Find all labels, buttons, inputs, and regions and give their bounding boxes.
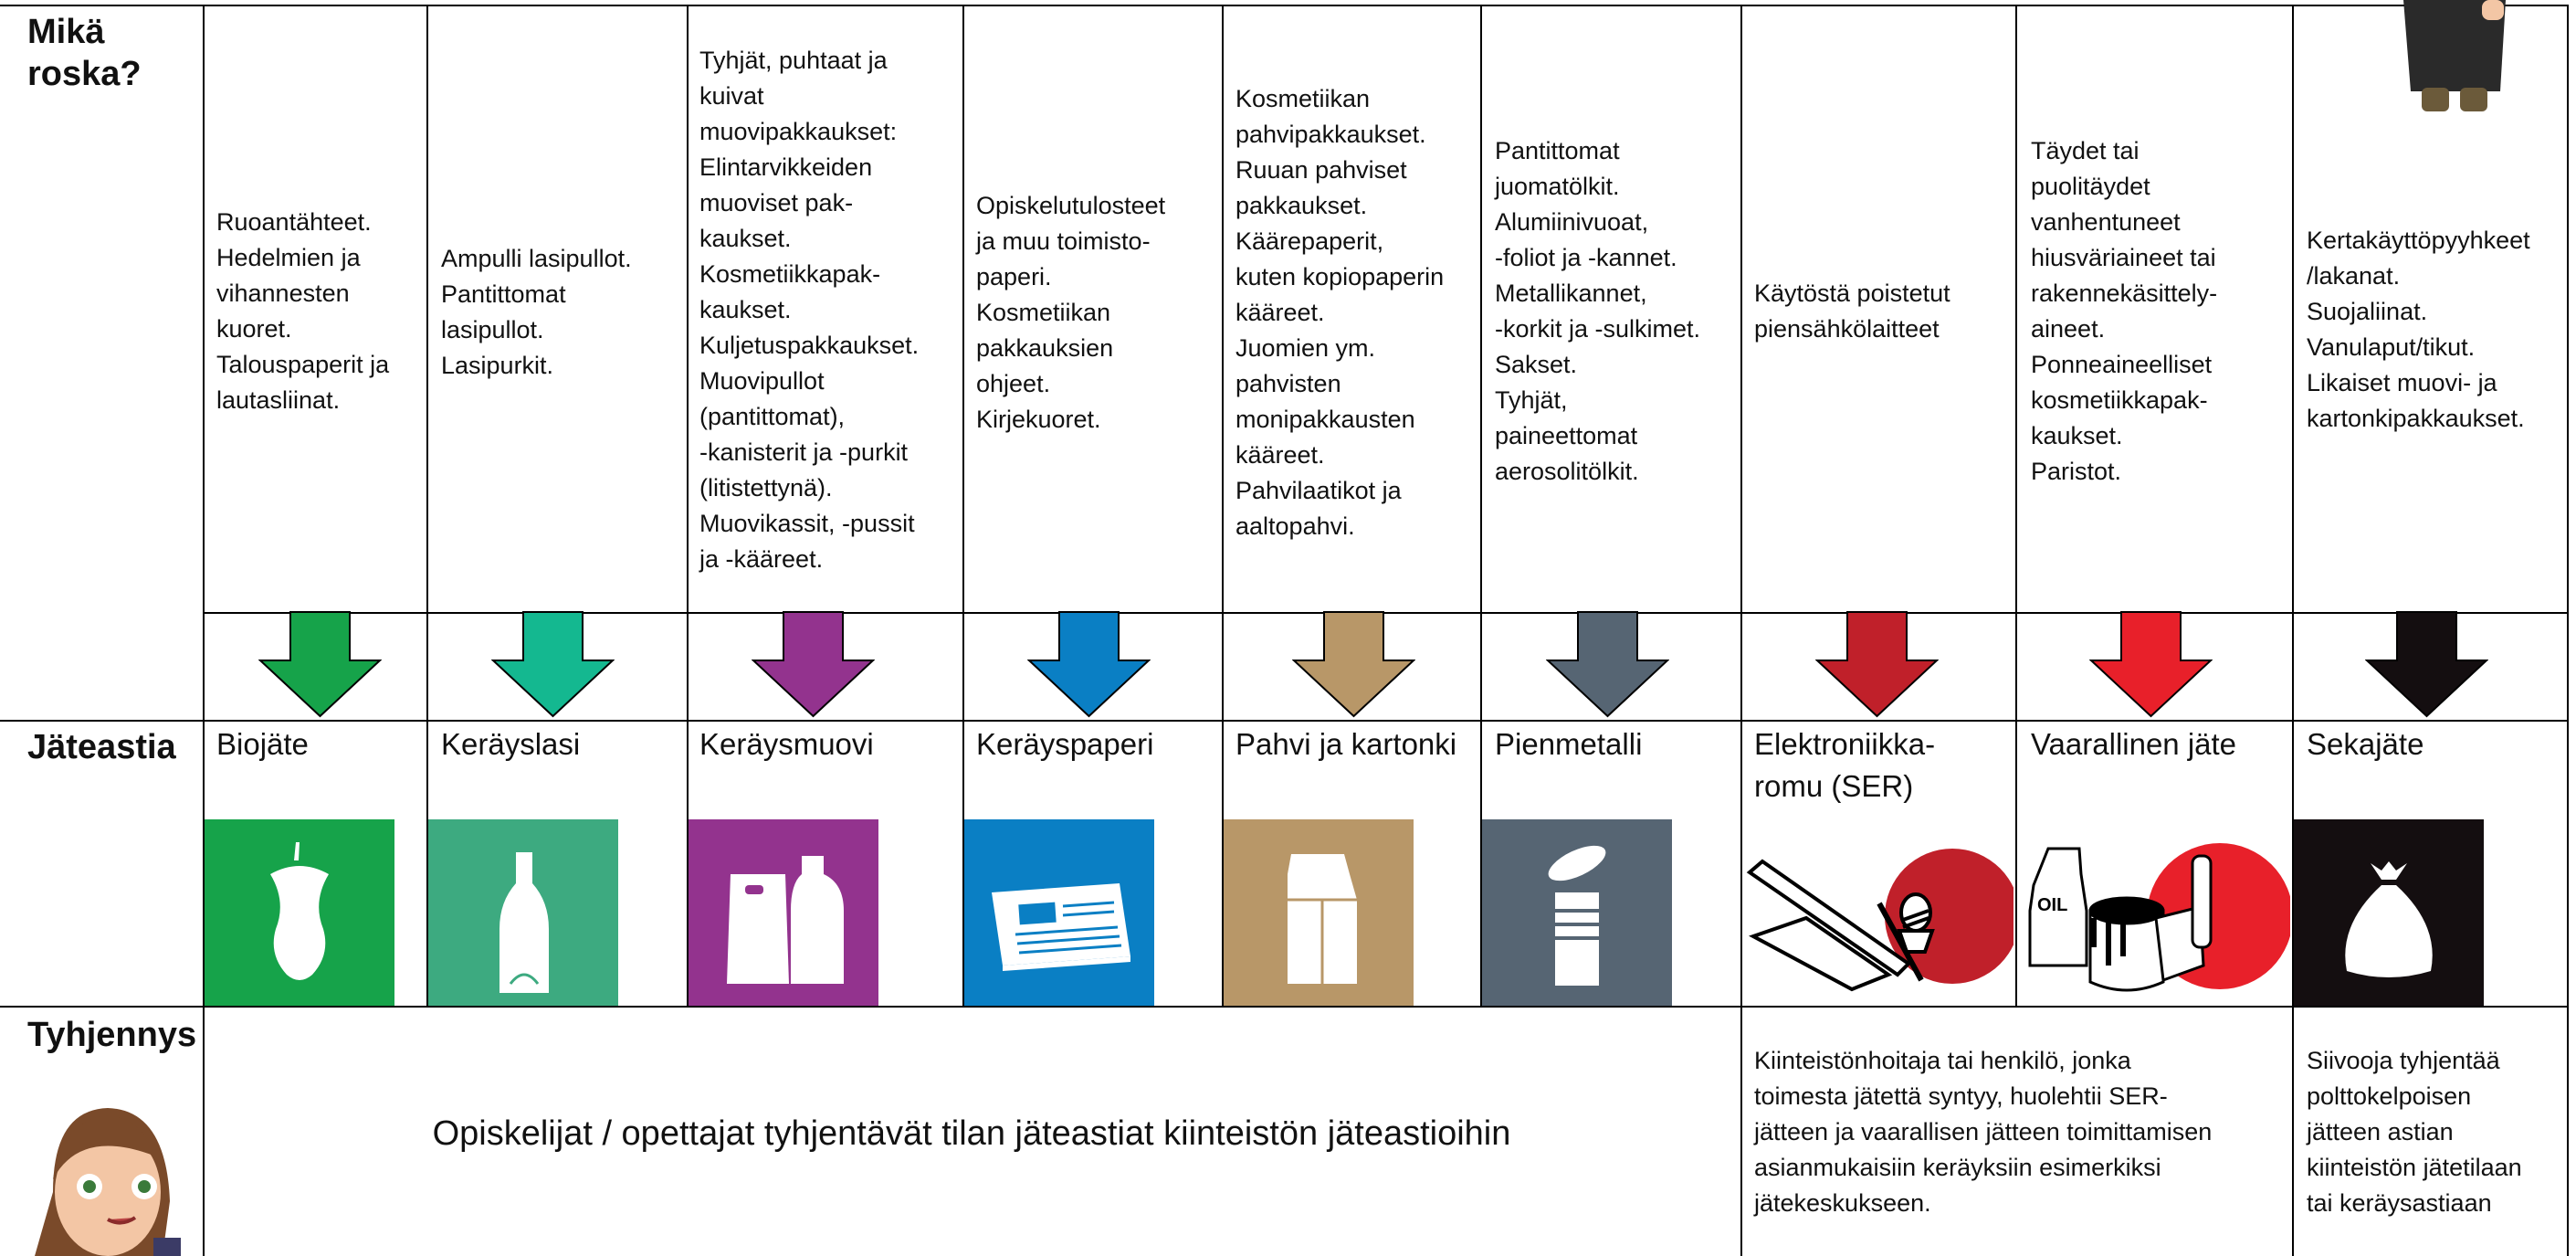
tin-can-icon	[1482, 819, 1672, 1006]
emptying-mixed-text: Siivooja tyhjentää polttokelpoisen jätte…	[2307, 1047, 2522, 1217]
arrow-down-icon	[1546, 611, 1669, 718]
arrow-down-icon	[2365, 611, 2488, 718]
col-divider	[1480, 5, 1482, 1008]
row-divider-emptying	[0, 1006, 2569, 1008]
bin-name-metal: Pienmetalli	[1495, 727, 1643, 761]
description-bio: Ruoantähteet. Hedelmien ja vihannesten k…	[216, 208, 390, 414]
person-figure-icon	[2403, 0, 2506, 111]
emptying-ser-hazard-text: Kiinteistönhoitaja tai henkilö, jonka to…	[1754, 1047, 2213, 1217]
description-metal: Pantittomat juomatölkit. Alumiinivuoat, …	[1495, 137, 1701, 485]
table-border-right	[2567, 5, 2569, 1256]
newspaper-icon	[964, 819, 1154, 1006]
arrow-down-icon	[2089, 611, 2213, 718]
trash-bag-icon	[2294, 819, 2484, 1006]
bin-name-glass: Keräyslasi	[441, 727, 581, 761]
arrow-down-icon	[258, 611, 382, 718]
description-mixed: Kertakäyttöpyyhkeet /lakanat. Suojaliina…	[2307, 227, 2530, 432]
description-glass: Ampulli lasipullot. Pantittomat lasipull…	[441, 245, 632, 379]
row-header-bin: Jäteastia	[27, 728, 176, 766]
col-divider	[426, 5, 428, 1008]
col-divider	[2292, 5, 2294, 1256]
col-divider	[2015, 5, 2017, 1008]
col-divider	[1740, 5, 1742, 1256]
description-ser: Käytöstä poistetut piensähkölaitteet	[1754, 280, 1950, 343]
electronics-waste-icon	[1746, 849, 2013, 992]
row-header-what: Mikä roska?	[27, 13, 142, 93]
bin-name-mixed: Sekajäte	[2307, 727, 2424, 761]
hazardous-waste-icon: OIL	[2028, 843, 2290, 992]
bin-name-cardboard: Pahvi ja kartonki	[1235, 727, 1457, 761]
row-header-emptying: Tyhjennys	[27, 1016, 197, 1054]
arrow-down-icon	[1292, 611, 1415, 718]
description-plastic: Tyhjät, puhtaat ja kuivat muovipakkaukse…	[699, 47, 920, 573]
bin-name-paper: Keräyspaperi	[976, 727, 1154, 761]
bin-name-bio: Biojäte	[216, 727, 309, 761]
arrow-down-icon	[1815, 611, 1939, 718]
plastic-packaging-icon	[689, 819, 878, 1006]
bin-name-plastic: Keräysmuovi	[699, 727, 874, 761]
arrow-down-icon	[1027, 611, 1151, 718]
col-divider	[1222, 5, 1224, 1008]
row-divider-arrows	[203, 612, 2569, 614]
col-divider	[203, 5, 205, 1256]
bin-name-ser: Elektroniikka- romu (SER)	[1754, 727, 1936, 803]
description-cardboard: Kosmetiikan pahvipakkaukset. Ruuan pahvi…	[1235, 85, 1445, 540]
arrow-down-icon	[491, 611, 615, 718]
col-divider	[687, 5, 689, 1008]
description-paper: Opiskelutulosteet ja muu toimisto- paper…	[976, 192, 1166, 433]
person-avatar-woman-icon	[35, 1108, 181, 1256]
row-divider-bins	[0, 720, 2569, 722]
bin-name-hazard: Vaarallinen jäte	[2031, 727, 2237, 761]
apple-core-icon	[205, 819, 394, 1006]
col-divider	[962, 5, 964, 1008]
description-hazard: Täydet tai puolitäydet vanhentuneet hius…	[2031, 137, 2218, 485]
milk-carton-icon	[1224, 819, 1414, 1006]
bottle-icon	[428, 819, 618, 1006]
emptying-students-text: Opiskelijat / opettajat tyhjentävät tila…	[432, 1114, 1511, 1153]
table-border-top	[0, 5, 2569, 6]
arrow-down-icon	[752, 611, 875, 718]
oil-label: OIL	[2037, 895, 2067, 915]
